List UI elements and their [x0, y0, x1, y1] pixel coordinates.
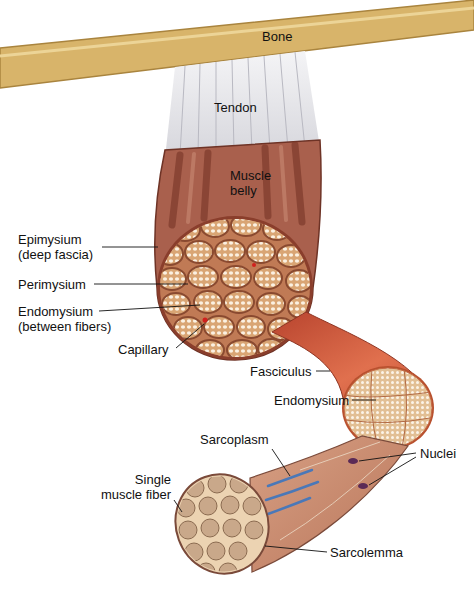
tendon-label: Tendon — [214, 100, 257, 115]
muscle-belly-label: Muscle belly — [230, 168, 282, 198]
sarcolemma-label: Sarcolemma — [330, 545, 403, 560]
capillary-label: Capillary — [118, 342, 169, 357]
endomysium-label: Endomysium — [274, 393, 349, 408]
epimysium-label: Epimysium (deep fascia) — [18, 232, 100, 262]
endomysium-label: Endomysium (between fibers) — [18, 304, 116, 334]
perimysium-label: Perimysium — [18, 277, 86, 292]
sarcoplasm-label: Sarcoplasm — [200, 432, 269, 447]
fasciculus-label: Fasciculus — [250, 364, 311, 379]
bone-label: Bone — [262, 29, 292, 44]
nuclei-label: Nuclei — [420, 446, 456, 461]
single-fiber-label: Single muscle fiber — [95, 472, 171, 502]
